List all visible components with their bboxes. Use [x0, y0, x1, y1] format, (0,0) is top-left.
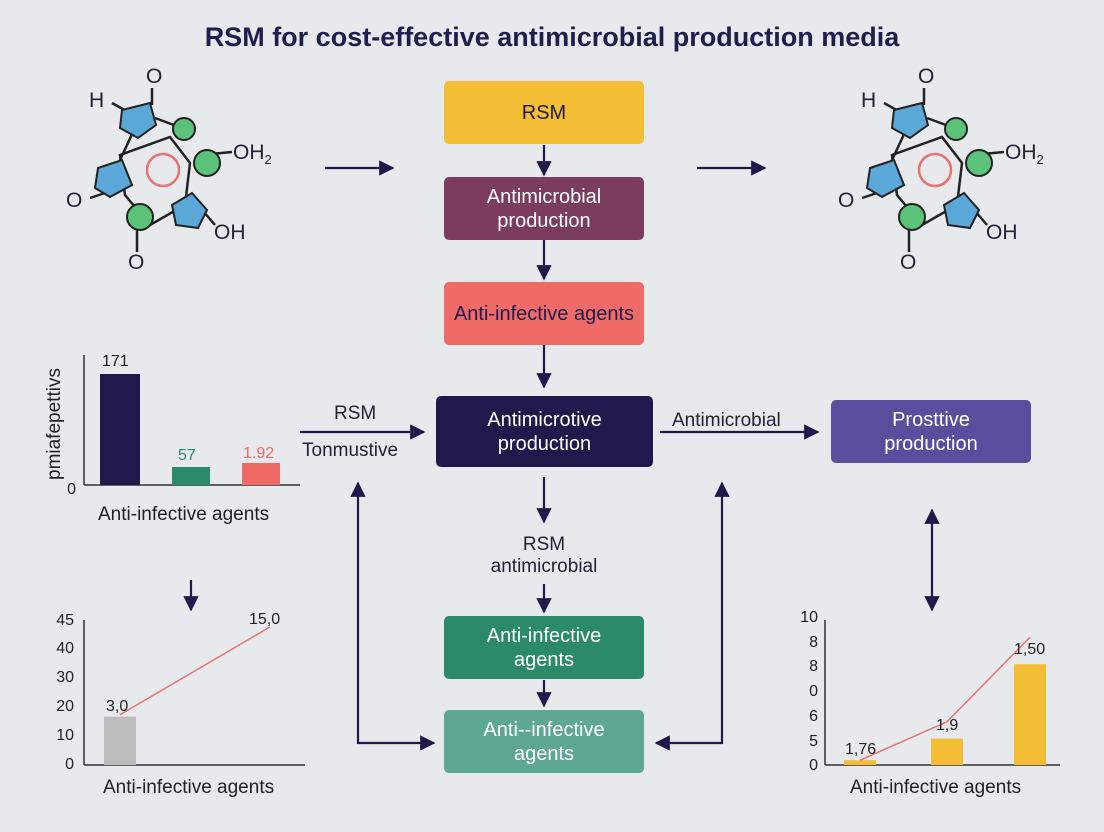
mol-right-oh: OH [986, 221, 1018, 244]
mol-left-o-bottom: O [128, 251, 145, 274]
mol-right-h: H [861, 89, 877, 112]
chart1-ytick: 0 [67, 481, 76, 498]
chart3-ytick: 8 [809, 634, 818, 651]
flow-box-anti-infective-teal: Anti-infective agents [444, 616, 644, 679]
chart1-bar [100, 374, 140, 485]
chart3-bar-label-2: 1,9 [936, 717, 959, 734]
chart3-ytick: 8 [809, 658, 818, 675]
flow-box-antimicrobial-production: Antimicrobial production [444, 177, 644, 240]
chart1-data-label-1: 171 [102, 353, 129, 370]
chart2-ytick: 10 [56, 727, 74, 744]
mol-right-oh2: OH2 [1005, 141, 1044, 168]
chart2-line [119, 626, 271, 716]
chart3-ytick: 6 [809, 708, 818, 725]
chart1-data-label-2: 57 [178, 447, 196, 464]
chart1-bars [100, 374, 280, 485]
chart2-bar [104, 716, 136, 765]
chart2-ytick: 20 [56, 698, 74, 715]
chart2-ytick: 45 [56, 612, 74, 629]
flow-box-anti-infective-light-teal: Anti--infective agents [444, 710, 644, 773]
chart2-ytick: 0 [65, 756, 74, 773]
chart3-ytick: 5 [809, 733, 818, 750]
flow-box-anti-infective-agents: Anti-infective agents [444, 282, 644, 345]
mol-right-o-left: O [838, 189, 855, 212]
chart1-bar [242, 463, 280, 485]
chart2-ytick: 40 [56, 640, 74, 657]
molecule-right [861, 88, 1005, 252]
chart2-xlabel: Anti-infective agents [103, 777, 275, 798]
chart3-bar-label-1: 1,76 [845, 741, 877, 758]
arrow-left-loop [350, 481, 436, 751]
chart1-bar [172, 467, 210, 485]
mol-left-h: H [89, 89, 105, 112]
page-title: RSM for cost-effective antimicrobial pro… [204, 22, 900, 52]
chart2-bar-label: 3,0 [106, 698, 129, 715]
chart3-line [859, 636, 1031, 761]
chart1-xlabel: Anti-infective agents [98, 504, 270, 525]
chart3-bar [931, 738, 963, 765]
chart2-marks [104, 626, 271, 765]
flow-box-antimicrotive-production: Antimicrotive production [436, 396, 653, 467]
flow-box-rsm: RSM [444, 81, 644, 144]
molecule-left [89, 88, 233, 252]
flow-label-rsm-antimicrobial: RSM antimicrobial [490, 534, 598, 577]
connector-arrows [183, 145, 940, 751]
chart1-ylabel: pmiafepettivs [44, 368, 65, 480]
chart3-ytick: 0 [809, 757, 818, 774]
arrow-label-antimicrobial: Antimicrobial [672, 410, 781, 431]
chart3-marks [844, 636, 1046, 765]
mol-left-o-left: O [66, 189, 83, 212]
chart1-data-label-3: 1.92 [243, 445, 275, 462]
flow-box-prosttive-production: Prosttive production [831, 400, 1031, 463]
mol-left-top-o: O [146, 65, 163, 88]
chart3-ytick: 0 [809, 683, 818, 700]
chart2-line-end-label: 15,0 [249, 611, 281, 628]
arrow-right-loop [654, 481, 730, 751]
chart3-bar [844, 760, 876, 765]
arrow-label-tonmustive: Tonmustive [302, 440, 399, 461]
chart3-xlabel: Anti-infective agents [850, 777, 1022, 798]
mol-left-oh2: OH2 [233, 141, 272, 168]
arrow-label-rsm: RSM [334, 403, 377, 424]
chart3-bar-label-3: 1,50 [1014, 641, 1046, 658]
mol-right-top-o: O [918, 65, 935, 88]
mol-right-o-bottom: O [900, 251, 917, 274]
chart3-bar [1014, 664, 1046, 765]
chart2-ytick: 30 [56, 669, 74, 686]
mol-left-oh: OH [214, 221, 246, 244]
chart3-ytick: 10 [800, 609, 818, 626]
